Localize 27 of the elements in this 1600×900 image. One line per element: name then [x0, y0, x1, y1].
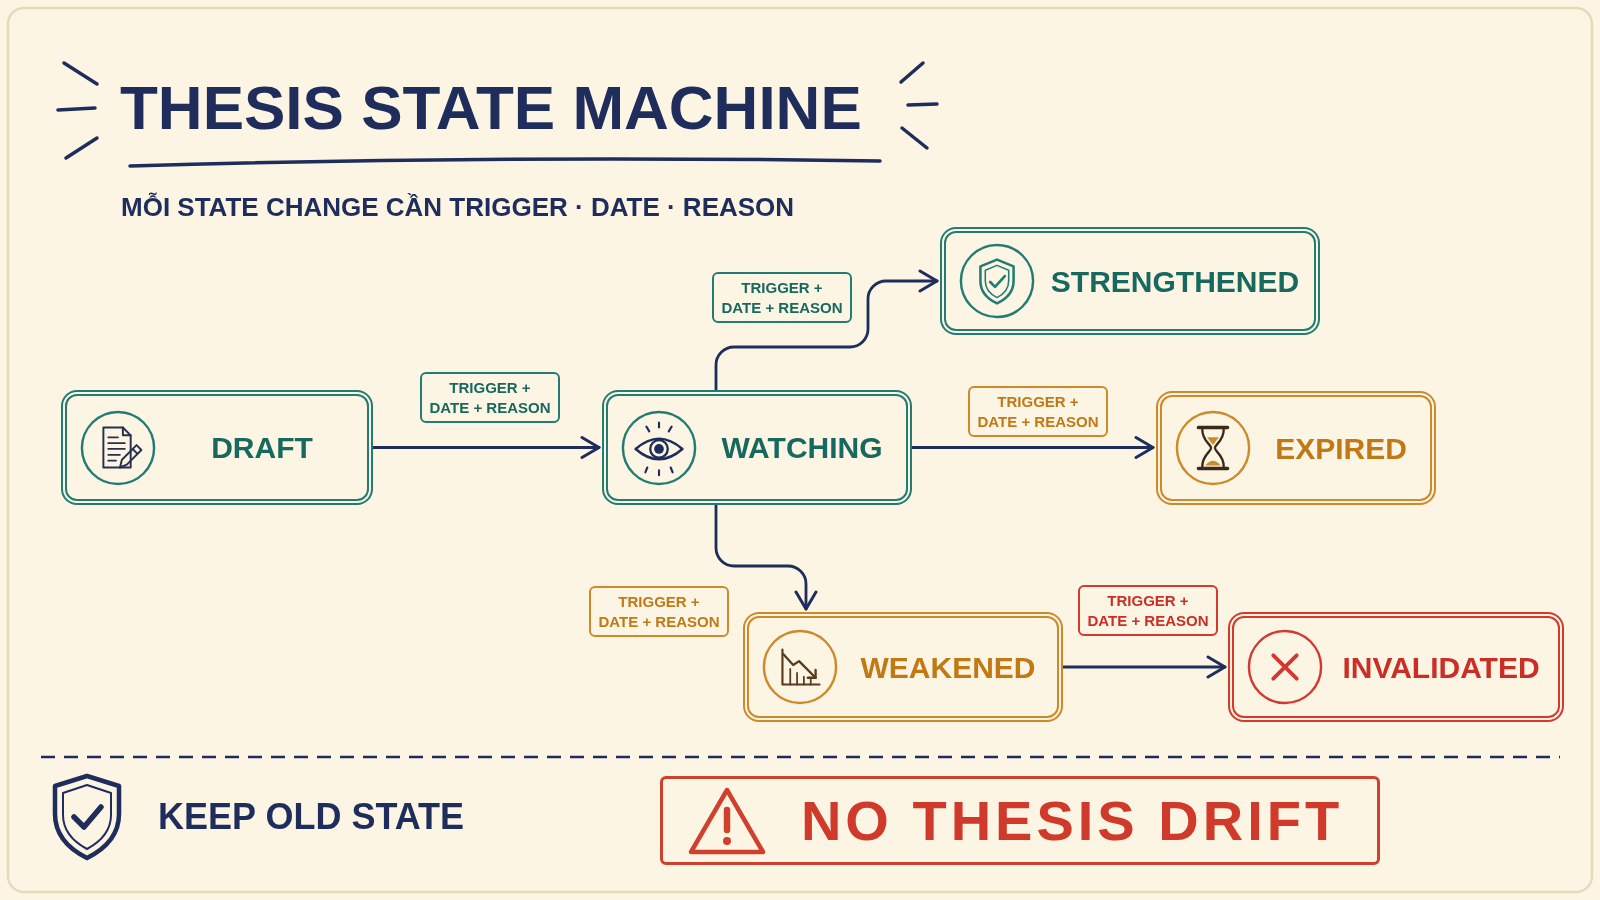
state-box	[940, 227, 1320, 335]
arrow	[714, 269, 939, 392]
arrow	[1061, 655, 1227, 679]
arrow	[371, 436, 601, 459]
note-text: KEEP OLD STATE	[158, 797, 465, 837]
warning-banner	[660, 776, 1380, 865]
state-label: STRENGTHENED	[1050, 264, 1300, 298]
state-label: DRAFT	[211, 431, 313, 464]
edge-label: TRIGGER + DATE + REASON	[1078, 585, 1218, 636]
edge-label: TRIGGER + DATE + REASON	[968, 386, 1108, 437]
state-label: WATCHING	[721, 431, 883, 464]
title: THESIS STATE MACHINE	[120, 77, 862, 139]
state-box	[602, 390, 912, 505]
state-box	[1156, 391, 1436, 505]
state-box	[1228, 612, 1564, 722]
warning-text: NO THESIS DRIFT	[800, 789, 1344, 852]
edge-label: TRIGGER + DATE + REASON	[712, 272, 852, 323]
arrow	[910, 436, 1155, 459]
subtitle: MỖI STATE CHANGE CẦN TRIGGER · DATE · REASON	[121, 193, 795, 222]
state-label: INVALIDATED	[1342, 650, 1540, 684]
state-label: EXPIRED	[1275, 431, 1407, 465]
edge-label: TRIGGER + DATE + REASON	[589, 586, 729, 637]
state-box	[743, 612, 1063, 722]
state-label: WEAKENED	[860, 650, 1036, 684]
state-box	[61, 390, 373, 505]
arrow	[714, 503, 818, 611]
edge-label: TRIGGER + DATE + REASON	[420, 372, 560, 423]
